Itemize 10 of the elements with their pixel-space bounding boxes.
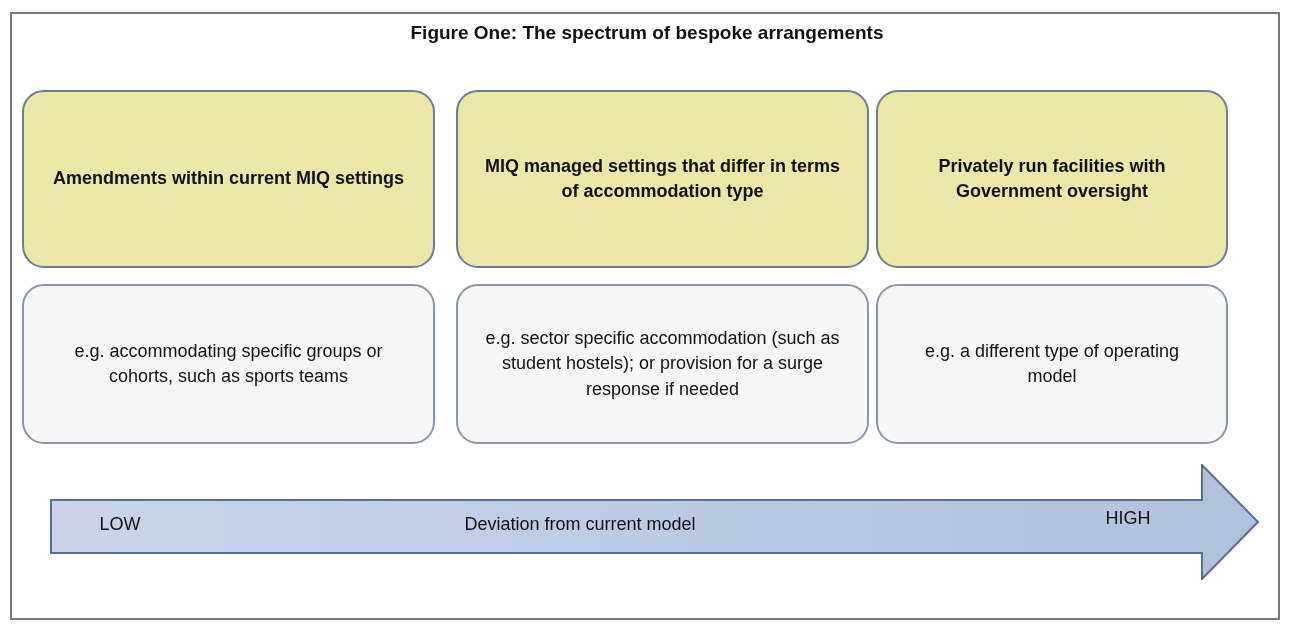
scale-label: LOW (99, 513, 141, 535)
example-box: e.g. accommodating specific groups or cohorts, such as sports teams (22, 284, 435, 444)
example-box: e.g. a different type of operating model (876, 284, 1228, 444)
example-box: e.g. sector specific accommodation (such as student hostels); or provision for a surge response if needed (456, 284, 869, 444)
category-box: Amendments within current MIQ settings (22, 90, 435, 268)
category-box: Privately run facilities with Government oversight (876, 90, 1228, 268)
axis-label: Deviation from current model (464, 513, 696, 535)
figure-title: Figure One: The spectrum of bespoke arrangements (409, 22, 885, 44)
scale-label: HIGH (1105, 507, 1151, 529)
category-box: MIQ managed settings that differ in terms of accommodation type (456, 90, 869, 268)
